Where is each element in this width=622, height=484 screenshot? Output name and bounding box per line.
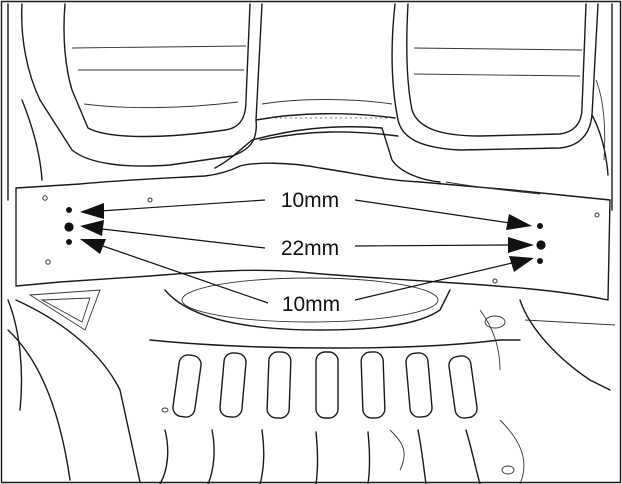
label-top-10mm: 10mm xyxy=(266,186,354,212)
label-middle-22mm: 22mm xyxy=(266,234,354,260)
left-hole-group xyxy=(64,207,74,245)
left-seat xyxy=(7,3,263,201)
right-hole-bottom xyxy=(537,258,543,264)
left-hole-top xyxy=(66,207,72,213)
floor-ribs xyxy=(159,315,525,484)
right-hole-top xyxy=(537,223,543,229)
left-hole-middle xyxy=(64,222,74,232)
cross-member-beam xyxy=(15,162,611,301)
label-bottom-10mm: 10mm xyxy=(268,290,354,316)
label-middle-text: 22mm xyxy=(281,237,339,260)
dimension-arrows xyxy=(80,199,534,304)
right-hole-middle xyxy=(536,240,546,250)
label-bottom-text: 10mm xyxy=(282,293,340,316)
center-tunnel xyxy=(214,99,441,183)
left-hole-bottom xyxy=(66,239,72,245)
label-top-text: 10mm xyxy=(281,189,339,212)
right-seat xyxy=(391,3,613,211)
right-hole-group xyxy=(536,223,546,264)
floor-pan xyxy=(7,277,616,484)
